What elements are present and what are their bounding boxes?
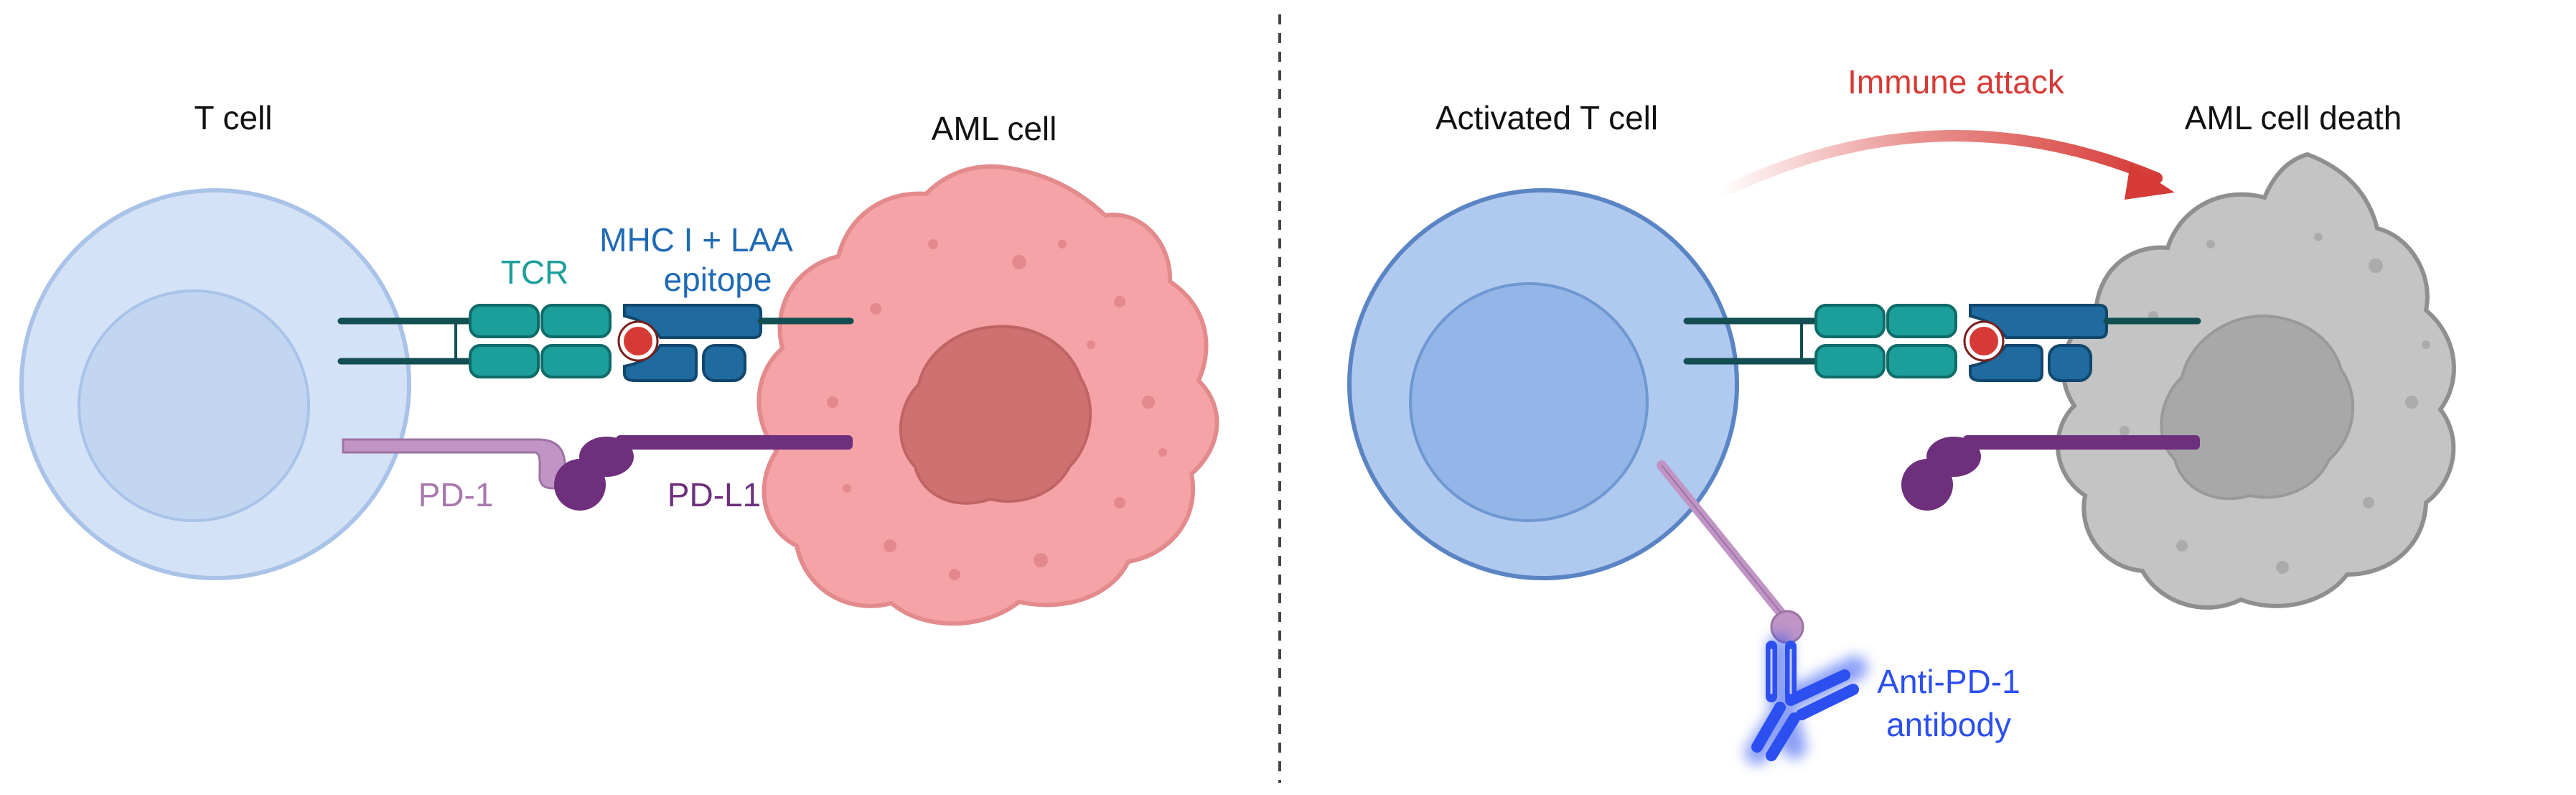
mhc-i-complex-right: [1969, 304, 2108, 382]
tcr-label: TCR: [501, 254, 569, 291]
laa-epitope: [619, 322, 657, 360]
t-cell: [19, 188, 411, 580]
antibody-label-line1: Anti-PD-1: [1877, 663, 2020, 700]
antibody-label-line2: antibody: [1886, 706, 2011, 743]
pdl1-ligand: [554, 435, 853, 511]
mhc-label-line1: MHC I + LAA: [599, 221, 793, 259]
immune-attack-label: Immune attack: [1847, 63, 2065, 101]
pd1-label: PD-1: [418, 476, 494, 513]
aml-cell-death-label: AML cell death: [2185, 99, 2402, 136]
activated-t-cell: [1347, 188, 1739, 580]
aml-cell-label: AML cell: [932, 110, 1057, 147]
anti-pd1-antibody: [1745, 634, 1868, 765]
aml-cell: [757, 164, 1219, 626]
pdl1-label: PD-L1: [668, 476, 761, 513]
pd1-receptor: [342, 438, 566, 490]
laa-epitope-right: [1965, 322, 2003, 360]
immune-attack-arrow: [1713, 130, 2175, 200]
right-panel: Activated T cell Immune attack AML cell …: [1347, 63, 2456, 765]
tcr-receptor-right: [1814, 304, 1957, 378]
mhc-i-complex: [623, 304, 762, 382]
mhc-label-line2: epitope: [664, 261, 772, 298]
tcr-receptor: [469, 304, 612, 378]
aml-dots: [827, 239, 1167, 580]
pd1-receptor-right: [1657, 460, 1804, 644]
dead-aml-cell: [2056, 152, 2456, 610]
left-panel: T cell AML cell TCR MHC I + LAA epitope …: [19, 99, 1219, 626]
pdl1-ligand-right: [1901, 435, 2200, 511]
t-cell-label: T cell: [194, 99, 272, 136]
tcr-stems-right: [1683, 317, 1830, 365]
activated-t-cell-label: Activated T cell: [1435, 99, 1658, 136]
dead-cell-dots: [2120, 233, 2430, 574]
tcr-stems: [337, 317, 484, 365]
